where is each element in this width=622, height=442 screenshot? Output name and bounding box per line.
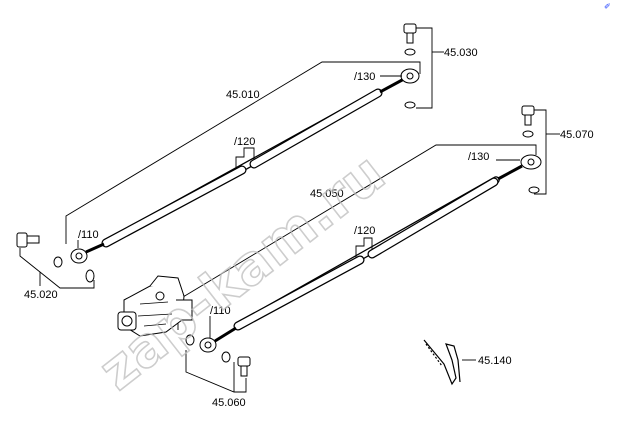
label-45020: 45.020 <box>24 289 58 301</box>
upper-bolt-45030 <box>403 23 417 109</box>
steering-gear-housing <box>117 275 193 337</box>
label-s130-top: /130 <box>354 71 375 83</box>
leader-45030 <box>416 27 444 109</box>
label-45140: 45.140 <box>478 355 512 367</box>
upper-ball-joint <box>379 68 420 94</box>
right-bolt-45070 <box>521 105 540 194</box>
left-bolt-45020 <box>16 232 95 283</box>
leader-45010 <box>65 61 421 244</box>
label-45060: 45.060 <box>212 397 246 409</box>
upper-tube-segment-b <box>249 88 383 169</box>
label-45030: 45.030 <box>444 47 478 59</box>
lower-left-ball-joint <box>185 326 237 353</box>
leader-45070 <box>534 109 560 195</box>
label-s130-mid: /130 <box>468 151 489 163</box>
corner-mark: ✐ <box>604 2 611 11</box>
lower-ball-joint <box>497 154 542 181</box>
lower-tube-segment-a <box>233 255 365 331</box>
label-s110-low: /110 <box>210 305 231 317</box>
left-ball-joint <box>70 242 105 264</box>
leader-s120-mid <box>355 237 373 258</box>
clamp-45140 <box>423 339 461 386</box>
label-s120-top: /120 <box>234 136 255 148</box>
label-45070: 45.070 <box>560 129 594 141</box>
leader-45060 <box>185 350 247 393</box>
label-s120-mid: /120 <box>354 225 375 237</box>
upper-tube-segment-a <box>101 165 247 248</box>
label-s110-left: /110 <box>78 229 99 241</box>
leader-s120-top <box>235 147 255 168</box>
lower-bolt-45060 <box>221 351 251 377</box>
label-45010: 45.010 <box>226 89 260 101</box>
lower-tube-segment-b <box>367 177 499 259</box>
leader-45020 <box>19 248 95 289</box>
label-45050: 45.050 <box>310 188 344 200</box>
